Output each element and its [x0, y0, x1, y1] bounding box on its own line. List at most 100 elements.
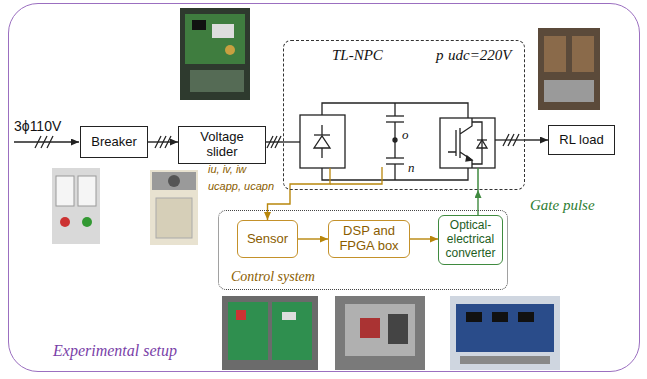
inverter-symbol — [440, 118, 495, 168]
drawing-part — [386, 157, 404, 158]
signal-label: o — [402, 127, 409, 143]
signal-label: udc=220V — [448, 47, 511, 64]
drawing-part — [321, 148, 322, 158]
signal-label: p — [436, 47, 444, 64]
drawing-part — [386, 115, 404, 116]
drawing-part — [450, 296, 560, 370]
drawing-part — [78, 176, 96, 206]
drawing-part — [544, 80, 594, 102]
gate-wire — [477, 168, 479, 190]
photo-optical-board — [450, 296, 560, 370]
drawing-part — [192, 20, 206, 30]
drawing-part — [228, 302, 268, 360]
box-label: Optical-electrical converter — [443, 219, 498, 260]
photo-dsp-box — [335, 296, 425, 370]
drawing-part — [314, 136, 330, 148]
drawing-part — [388, 314, 408, 344]
drawing-part — [492, 312, 508, 322]
drawing-part — [440, 118, 495, 168]
photo-controller-board — [180, 8, 250, 100]
process-box: Breaker — [80, 126, 148, 158]
photo-voltage-slider — [150, 170, 198, 245]
sensor-wires — [290, 167, 382, 190]
connector — [525, 139, 548, 140]
signal-label: Gate pulse — [530, 197, 595, 214]
load-box: RL load — [548, 125, 615, 155]
drawing-part — [508, 134, 514, 146]
box-label: RL load — [559, 133, 603, 148]
box-label: Breaker — [91, 135, 137, 150]
drawing-part — [225, 45, 235, 55]
connector — [266, 141, 283, 142]
drawing-part — [503, 134, 509, 146]
drawing-part — [41, 136, 47, 148]
drawing-part — [52, 168, 100, 244]
group-heading: Control system — [231, 269, 315, 285]
setup-frame: Experimental setup Breaker Voltage slider T… — [8, 3, 640, 372]
drawing-part — [394, 164, 395, 180]
drawing-part — [572, 36, 594, 72]
process-box: Voltage slider — [178, 126, 266, 164]
drawing-part — [330, 167, 382, 184]
drawing-part — [538, 28, 600, 110]
drawing-part — [345, 304, 415, 356]
drawing-part — [393, 138, 397, 142]
drawing-part — [394, 103, 395, 116]
connector — [148, 141, 178, 142]
drawing-part — [212, 24, 234, 38]
drawing-part — [185, 14, 245, 64]
drawing-part — [448, 118, 472, 168]
drawing-part — [495, 139, 525, 140]
drawing-part — [168, 175, 180, 187]
drawing-part — [544, 36, 566, 72]
drawing-part — [150, 170, 198, 245]
drawing-part — [14, 141, 79, 142]
connector — [268, 190, 291, 220]
control-group: Control system Sensor DSP and FPGA box Opti… — [218, 210, 508, 290]
photo-rl-load — [538, 28, 600, 110]
drawing-part — [477, 139, 487, 140]
drawing-part — [60, 217, 70, 227]
box-label: Sensor — [247, 232, 288, 247]
photo-sensor-boards — [222, 296, 318, 370]
rectifier-symbol — [300, 115, 345, 168]
drawing-part — [82, 217, 92, 227]
drawing-part — [518, 312, 534, 322]
drawing-part — [283, 141, 300, 142]
process-box: Optical-electrical converter — [438, 215, 503, 265]
drawing-part — [321, 125, 322, 135]
signal-label: ucapp, ucapn — [208, 180, 274, 192]
signal-label: 3ϕ110V — [14, 118, 61, 134]
signal-label: iu, iv, iw — [208, 163, 246, 175]
process-box: DSP and FPGA box — [328, 220, 410, 258]
drawing-part — [456, 304, 554, 352]
drawing-part — [290, 168, 330, 190]
drawing-part — [460, 356, 550, 364]
drawing-part — [152, 172, 196, 190]
connector — [410, 238, 438, 239]
process-box: Sensor — [237, 220, 298, 258]
connector — [477, 190, 478, 215]
connector — [298, 238, 328, 239]
drawing-part — [466, 312, 482, 322]
drawing-part — [513, 134, 519, 146]
photo-breaker — [52, 168, 100, 244]
drawing-part — [466, 156, 472, 161]
drawing-part — [335, 296, 425, 370]
drawing-part — [222, 296, 318, 370]
drawing-part — [156, 198, 192, 238]
drawing-part — [300, 115, 345, 168]
drawing-part — [272, 302, 312, 360]
drawing-part — [282, 312, 296, 320]
drawing-part — [180, 8, 250, 100]
drawing-part — [190, 70, 244, 92]
drawing-part — [35, 136, 41, 148]
group-heading: Experimental setup — [53, 342, 177, 360]
drawing-part — [322, 103, 468, 118]
drawing-part — [360, 318, 380, 338]
signal-label: n — [408, 160, 415, 176]
group-heading: TL-NPC — [332, 47, 383, 64]
box-label: DSP and FPGA box — [333, 224, 405, 254]
box-label: Voltage slider — [183, 130, 261, 160]
